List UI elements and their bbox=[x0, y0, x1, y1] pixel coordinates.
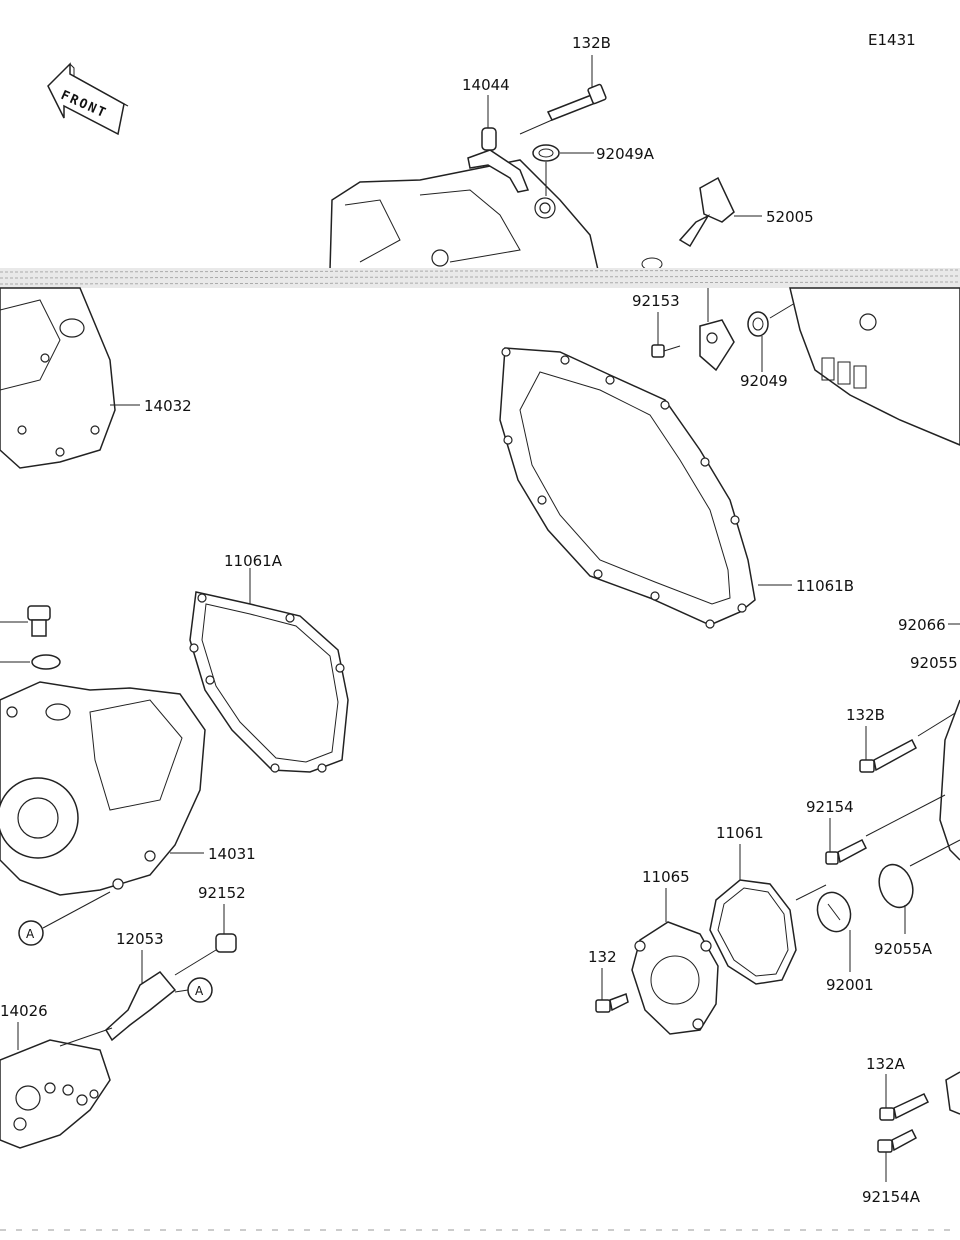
part-label-92154: 92154 bbox=[806, 798, 854, 816]
front-arrow-icon: FRONT bbox=[47, 62, 129, 136]
part-label-12053: 12053 bbox=[116, 930, 164, 948]
part-label-11061b: 11061B bbox=[796, 577, 854, 595]
part-label-132a: 132A bbox=[866, 1055, 906, 1073]
crankcase-cover-upper bbox=[329, 159, 599, 271]
part-label-14032: 14032 bbox=[144, 397, 192, 415]
sprocket-cover-14026 bbox=[0, 1039, 111, 1149]
bolt-132a bbox=[879, 1093, 930, 1121]
part-label-92066: 92066 bbox=[898, 616, 946, 634]
filler-cap-52005 bbox=[678, 176, 735, 248]
ref-a-left-label: A bbox=[26, 927, 35, 941]
ref-a-middle: A bbox=[187, 977, 213, 1003]
crankcase-right-lower bbox=[939, 699, 960, 861]
bolt-92154a bbox=[877, 1128, 917, 1153]
part-label-14031: 14031 bbox=[208, 845, 256, 863]
oil-seal-92049 bbox=[747, 311, 769, 337]
part-label-132b-right: 132B bbox=[846, 706, 885, 724]
part-label-92055a: 92055A bbox=[874, 940, 933, 958]
bolt-92154 bbox=[825, 838, 867, 865]
part-label-92049a: 92049A bbox=[596, 145, 655, 163]
oil-seal-92049a bbox=[532, 144, 560, 162]
o-ring-left bbox=[31, 654, 61, 670]
gasket-11061b bbox=[499, 347, 756, 629]
part-label-14044: 14044 bbox=[462, 76, 510, 94]
collar-92152 bbox=[215, 933, 237, 953]
crankcase-right-upper bbox=[789, 287, 960, 446]
plug-92001 bbox=[816, 891, 852, 933]
part-label-92153: 92153 bbox=[632, 292, 680, 310]
part-label-14026: 14026 bbox=[0, 1002, 48, 1020]
diagram-code: E1431 bbox=[868, 31, 916, 49]
part-label-11065: 11065 bbox=[642, 868, 690, 886]
drain-plug bbox=[27, 605, 51, 637]
scan-band bbox=[0, 268, 960, 288]
part-label-11061a: 11061A bbox=[224, 552, 283, 570]
ref-a-left: A bbox=[18, 920, 44, 946]
part-label-92049: 92049 bbox=[740, 372, 788, 390]
part-label-132b-top: 132B bbox=[572, 34, 611, 52]
bolt-92153 bbox=[651, 344, 681, 358]
bolt-132 bbox=[595, 993, 629, 1013]
bracket-14044 bbox=[467, 127, 530, 193]
gasket-11061a bbox=[189, 591, 349, 773]
o-ring-92055a bbox=[878, 863, 914, 909]
bolt-132b-right bbox=[859, 738, 917, 773]
chain-guide-12053 bbox=[105, 971, 177, 1042]
part-label-92152: 92152 bbox=[198, 884, 246, 902]
part-label-52005: 52005 bbox=[766, 208, 814, 226]
gasket-11061 bbox=[709, 879, 797, 985]
part-label-11061: 11061 bbox=[716, 824, 764, 842]
part-label-92154a: 92154A bbox=[862, 1188, 921, 1206]
bolt-132b-top bbox=[546, 83, 607, 121]
cover-11065 bbox=[631, 921, 719, 1035]
bracket-right-lower bbox=[945, 1071, 960, 1115]
plate-small bbox=[699, 319, 735, 372]
crankcase-cover-14032 bbox=[0, 287, 116, 469]
part-label-92001: 92001 bbox=[826, 976, 874, 994]
part-label-132: 132 bbox=[588, 948, 617, 966]
generator-cover-14031 bbox=[0, 681, 206, 896]
ref-a-middle-label: A bbox=[195, 984, 204, 998]
part-label-92055: 92055 bbox=[910, 654, 958, 672]
